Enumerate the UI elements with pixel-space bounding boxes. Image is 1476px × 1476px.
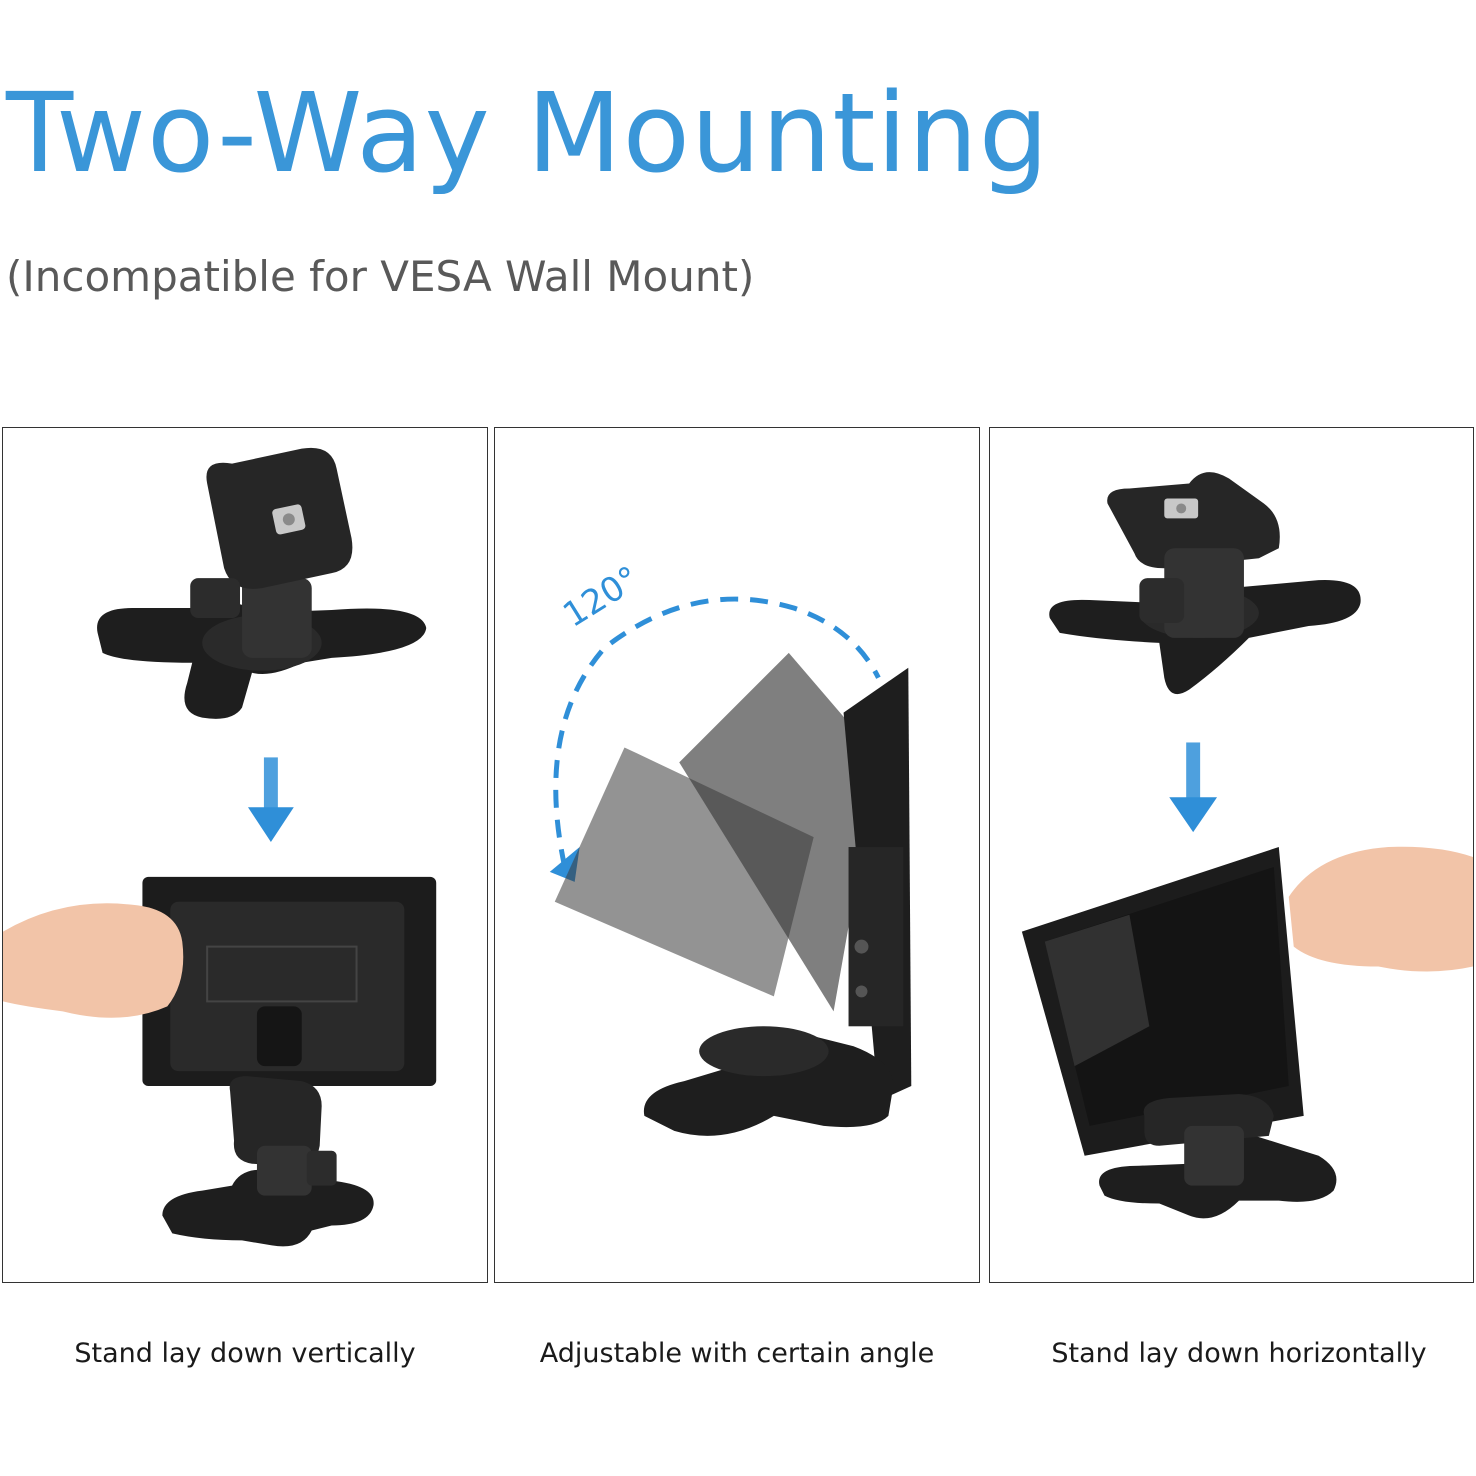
monitor-back-panel: [170, 901, 405, 1072]
page-subtitle: (Incompatible for VESA Wall Mount): [6, 252, 755, 301]
head-screw: [282, 513, 295, 526]
panel-horizontal: [989, 427, 1474, 1283]
angle-label: 120°: [556, 558, 646, 634]
stand-head-lower: [229, 1076, 322, 1166]
hand-right: [1288, 846, 1473, 972]
down-arrow-icon: [247, 757, 294, 843]
stand-knob: [190, 578, 241, 618]
adjustable-angle-illustration: 120°: [549, 558, 912, 1136]
page-title: Two-Way Mounting: [6, 69, 1050, 197]
monitor-faded-mid: [679, 652, 879, 1012]
angle-arc: [553, 596, 881, 868]
stand-neck: [242, 578, 312, 658]
panel-adjustable: 120°: [494, 427, 980, 1283]
stand-base-plate: [643, 1030, 894, 1136]
caption-adjustable: Adjustable with certain angle: [539, 1338, 935, 1369]
horizontal-stand-illustration: [1021, 472, 1473, 1219]
caption-vertical: Stand lay down vertically: [74, 1338, 416, 1369]
vertical-stand-illustration: [3, 447, 437, 1247]
stand-suction-cup: [699, 1026, 829, 1077]
stand-head-plate: [1107, 472, 1280, 569]
caption-horizontal: Stand lay down horizontally: [1051, 1338, 1427, 1369]
stand-base-plate-lower: [162, 1169, 374, 1247]
monitor-screen: [1044, 866, 1289, 1126]
panel-vertical: [2, 427, 488, 1283]
hand-left: [3, 903, 184, 1018]
down-arrow-icon: [1169, 742, 1218, 833]
monitor-port: [854, 939, 869, 954]
head-screw: [1176, 503, 1187, 514]
